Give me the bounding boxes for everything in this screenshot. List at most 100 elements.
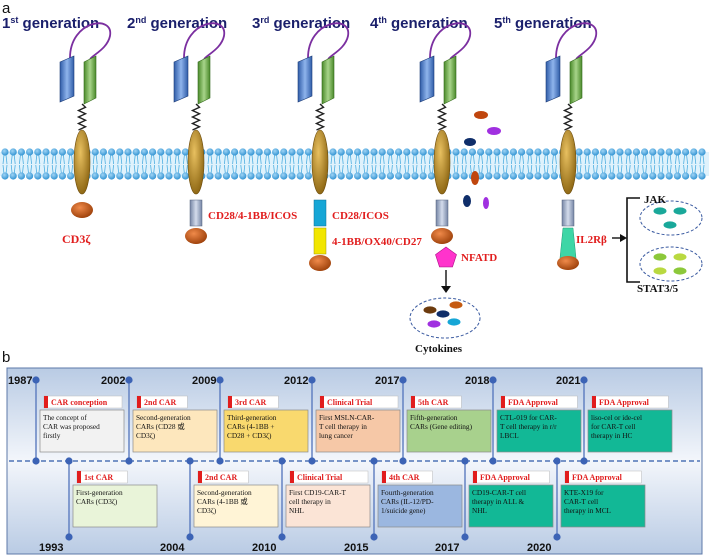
event-title: FDA Approval (572, 473, 623, 482)
transmembrane-domain (187, 129, 205, 195)
event-title-marker (473, 471, 477, 483)
event-desc-line: Fourth-generation (381, 488, 434, 497)
cytokine-dot (436, 310, 450, 318)
cytokine-dot (423, 306, 437, 314)
scfv-linker (69, 22, 111, 61)
event-node (580, 376, 588, 384)
lipid-head (452, 172, 460, 180)
bottom-event-2017: 2017 (435, 457, 469, 554)
lipid-head (624, 172, 632, 180)
event-node (580, 457, 588, 465)
lipid-head (214, 172, 222, 180)
lipid-head (206, 172, 214, 180)
transmembrane-domain (559, 129, 577, 195)
nfatd-label: NFATD (461, 252, 497, 264)
lipid-head (272, 172, 280, 180)
event-node (553, 457, 561, 465)
event-box (377, 484, 463, 528)
event-title-marker (44, 396, 48, 408)
stat-dot (673, 253, 687, 261)
lipid-head (575, 172, 583, 180)
event-desc-line: CD3ζ) (136, 431, 156, 440)
costim-domain (561, 199, 575, 227)
lipid-head (419, 172, 427, 180)
lipid-head (42, 172, 50, 180)
lipid-head (26, 172, 34, 180)
vh-domain (173, 55, 189, 103)
event-title-marker (228, 396, 232, 408)
transmembrane-domain (73, 129, 91, 195)
event-title: 1st CAR (84, 473, 113, 482)
event-year: 2004 (160, 542, 185, 554)
event-box (406, 409, 492, 453)
event-year: 2017 (375, 375, 399, 387)
lipid-head (526, 172, 534, 180)
lipid-head (149, 172, 157, 180)
lipid-head (329, 172, 337, 180)
car-construct-5 (545, 22, 597, 195)
event-box (468, 484, 554, 528)
event-desc-line: Second-generation (136, 413, 191, 422)
lipid-head (345, 148, 353, 156)
lipid-head (518, 148, 526, 156)
event-node (370, 533, 378, 541)
lipid-head (173, 148, 181, 156)
secreted-cytokine (474, 111, 488, 119)
lipid-head (649, 148, 657, 156)
vl-domain (197, 55, 211, 105)
event-desc-line: liso-cel or ide-cel (591, 413, 642, 422)
lipid-head (501, 172, 509, 180)
event-desc-line: firstly (43, 431, 61, 440)
cytokine-dot (427, 320, 441, 328)
lipid-head (247, 172, 255, 180)
event-box (496, 409, 582, 453)
panel-b-label: b (2, 349, 10, 366)
lipid-head (165, 148, 173, 156)
event-desc-line: CARs (CD3ζ) (76, 497, 118, 506)
event-node (553, 533, 561, 541)
lipid-head (214, 148, 222, 156)
lipid-head (263, 172, 271, 180)
lipid-head (485, 148, 493, 156)
lipid-head (468, 148, 476, 156)
event-desc-line: therapy in HC (591, 431, 632, 440)
event-node (32, 457, 40, 465)
lipid-head (91, 148, 99, 156)
lipid-head (67, 172, 75, 180)
event-node (278, 533, 286, 541)
event-title-marker (411, 396, 415, 408)
lipid-head (99, 172, 107, 180)
event-desc-line: LBCL (500, 431, 519, 440)
arrow-head (620, 234, 627, 242)
secreted-cytokine (471, 171, 479, 185)
event-title-marker (290, 471, 294, 483)
car-construct-4 (419, 22, 471, 195)
event-desc-line: therapy in ALL & (472, 497, 525, 506)
lipid-head (288, 148, 296, 156)
event-box (72, 484, 158, 528)
lipid-head (600, 148, 608, 156)
lipid-head (657, 148, 665, 156)
lipid-head (1, 148, 9, 156)
lipid-head (682, 172, 690, 180)
lipid-head (673, 172, 682, 180)
event-year: 1987 (8, 375, 32, 387)
event-title-marker (501, 396, 505, 408)
event-box (560, 484, 646, 528)
vl-domain (83, 55, 97, 105)
lipid-head (362, 172, 370, 180)
lipid-head (50, 172, 58, 180)
event-desc-line: 1/suicide gene) (381, 506, 426, 515)
lipid-head (280, 172, 288, 180)
event-desc-line: First-generation (76, 488, 123, 497)
lipid-head (165, 172, 173, 180)
event-desc-line: Second-generation (197, 488, 252, 497)
cd3z-domain (431, 228, 453, 244)
lipid-head (378, 148, 386, 156)
event-box (315, 409, 401, 453)
